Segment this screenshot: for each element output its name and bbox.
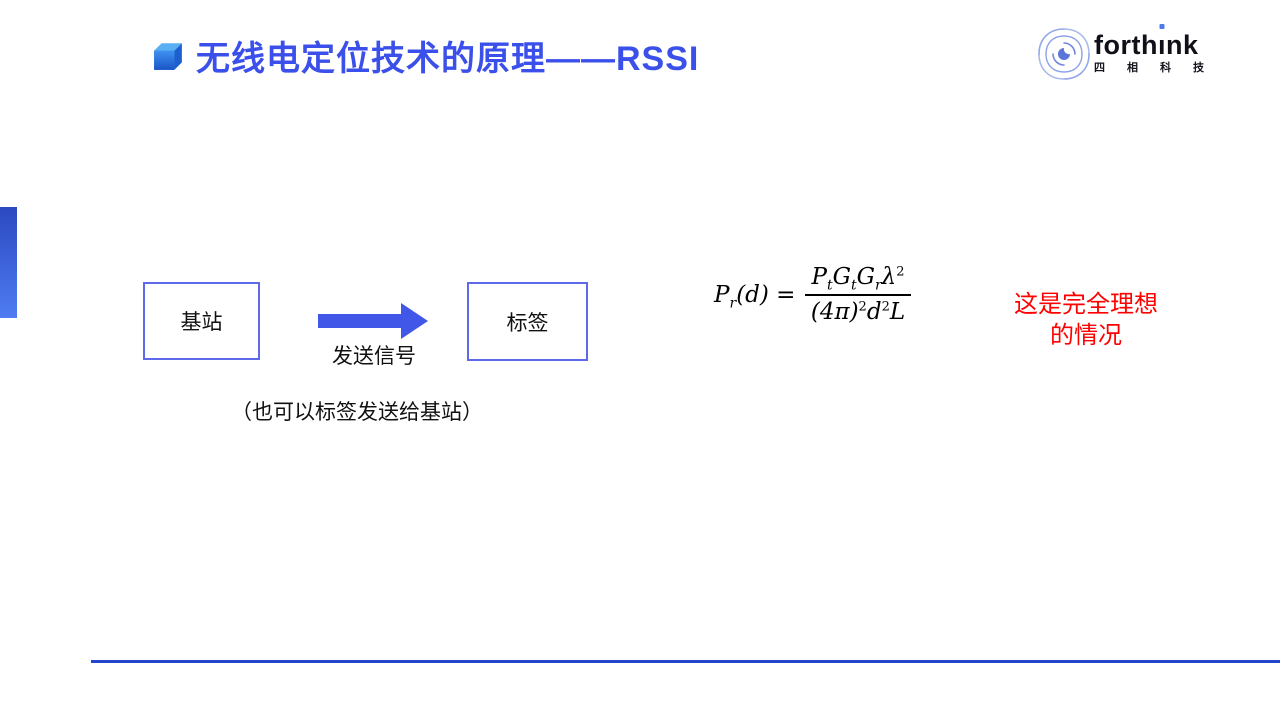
accent-bar xyxy=(0,207,17,318)
rssi-formula: Pr(d) = PtGtGrλ2 (4π)2d2L xyxy=(714,264,911,325)
arrow-label: 发送信号 xyxy=(332,345,416,368)
cube-icon xyxy=(154,43,182,70)
signal-arrow-icon xyxy=(318,303,428,339)
logo-swirl-icon xyxy=(1038,28,1090,80)
formula-fraction: PtGtGrλ2 (4π)2d2L xyxy=(805,264,911,325)
ideal-case-note: 这是完全理想 的情况 xyxy=(1014,291,1158,349)
formula-denominator: (4π)2d2L xyxy=(810,299,906,325)
logo-subtitle: 四相科技 xyxy=(1094,62,1226,74)
page-title: 无线电定位技术的原理——RSSI xyxy=(196,40,700,78)
formula-lhs: Pr(d) = xyxy=(714,281,796,312)
footer-divider xyxy=(91,660,1280,663)
logo-i-dot xyxy=(1159,24,1165,29)
diagram-note: （也可以标签发送给基站） xyxy=(231,401,483,424)
tag-box: 标签 xyxy=(467,282,588,361)
base-station-box: 基站 xyxy=(143,282,260,360)
formula-numerator: PtGtGrλ2 xyxy=(805,264,911,296)
